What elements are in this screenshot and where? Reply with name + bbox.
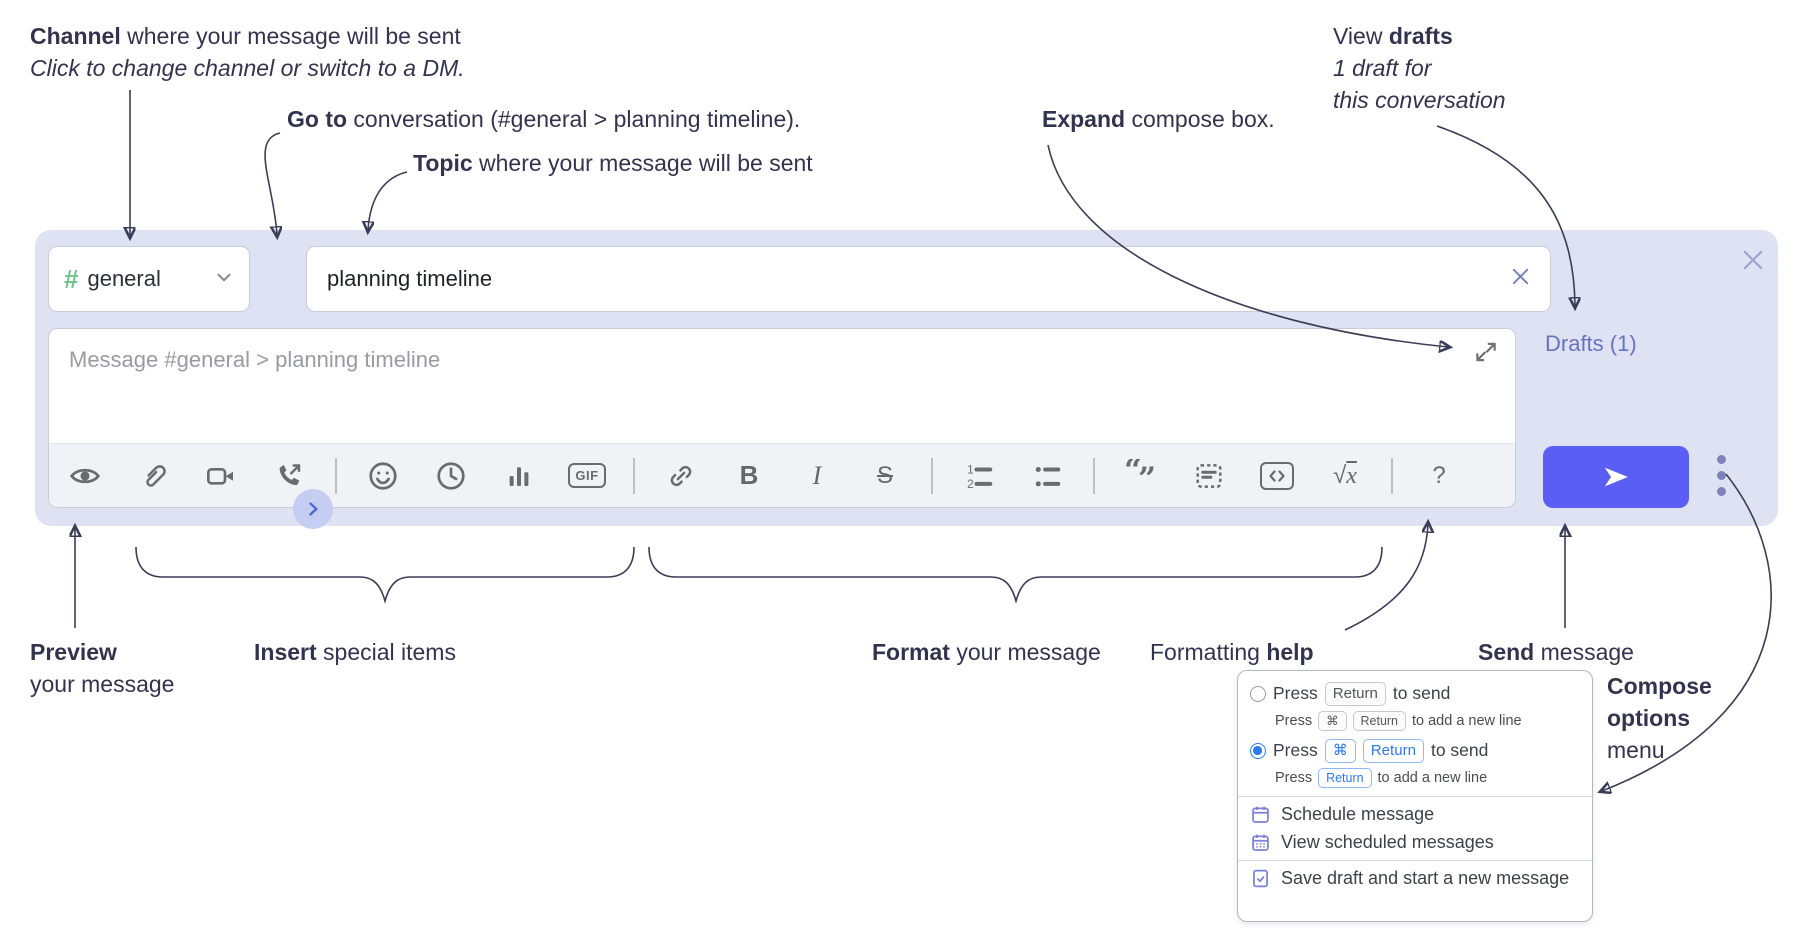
toolbar-divider — [1093, 457, 1095, 494]
annotation-compose-options: Compose options menu — [1607, 673, 1712, 763]
send-shortcut-option-1-sub: Press ⌘ Return to add a new line — [1275, 710, 1580, 731]
connector-go-to — [264, 132, 280, 235]
annotation-channel-bold: Channel — [30, 23, 121, 49]
emoji-icon[interactable] — [361, 454, 405, 498]
annotation-format: Format your message — [872, 639, 1101, 665]
poll-icon[interactable] — [497, 454, 541, 498]
compose-options-menu-icon[interactable] — [1717, 455, 1726, 496]
go-to-conversation-button[interactable] — [293, 489, 333, 529]
brace-insert — [135, 546, 635, 604]
send-shortcut-option-1[interactable]: Press Return to send — [1250, 682, 1580, 706]
topic-value: planning timeline — [327, 266, 493, 291]
channel-hash-icon: # — [64, 263, 79, 294]
close-compose-icon[interactable] — [1739, 246, 1767, 279]
annotation-channel: Channel where your message will be sent … — [30, 20, 465, 84]
svg-text:1: 1 — [967, 462, 974, 476]
send-plane-icon — [1604, 467, 1628, 487]
annotation-formatting-help: Formatting help — [1150, 639, 1314, 665]
message-placeholder: Message #general > planning timeline — [69, 347, 441, 372]
popup-separator — [1238, 795, 1592, 797]
menu-item-save-draft[interactable]: Save draft and start a new message — [1250, 868, 1580, 889]
toolbar-divider — [1391, 457, 1393, 494]
annotation-topic: Topic where your message will be sent — [413, 150, 813, 176]
formatting-help-icon[interactable]: ? — [1432, 461, 1446, 489]
annotation-preview: Preview your message — [30, 639, 175, 697]
kbd-return: Return — [1324, 682, 1386, 706]
annotation-view-drafts: View drafts 1 draft for this conversatio… — [1333, 23, 1506, 113]
kbd-return: Return — [1318, 767, 1372, 788]
kbd-return: Return — [1352, 710, 1406, 731]
svg-text:2: 2 — [967, 476, 974, 490]
connector-formatting-help — [1344, 524, 1428, 631]
save-draft-icon — [1253, 869, 1268, 888]
kbd-return: Return — [1362, 738, 1424, 763]
channel-name: general — [87, 266, 161, 291]
annotation-go-to: Go to conversation (#general > planning … — [287, 106, 801, 132]
paperclip-icon[interactable] — [131, 454, 175, 498]
compose-box: # general planning timeline Message #gen… — [35, 230, 1778, 529]
quote-icon[interactable]: “” — [1119, 454, 1163, 498]
channel-selector[interactable]: # general — [48, 246, 250, 312]
calendar-icon — [1252, 806, 1269, 823]
annotation-insert: Insert special items — [254, 639, 456, 665]
strikethrough-icon[interactable]: S — [876, 461, 893, 489]
kbd-cmd: ⌘ — [1318, 710, 1347, 731]
brace-format — [648, 546, 1383, 604]
italic-icon[interactable]: I — [812, 460, 822, 490]
gif-icon[interactable]: GIF — [565, 454, 609, 498]
annotation-channel-rest: where your message will be sent — [120, 23, 461, 49]
annotation-send: Send message — [1478, 639, 1634, 665]
calendar-grid-icon — [1252, 834, 1269, 851]
chevron-down-icon — [213, 266, 235, 293]
svg-text:“: “ — [1124, 459, 1142, 488]
send-shortcut-option-2-sub: Press Return to add a new line — [1275, 767, 1580, 788]
radio-unselected-icon[interactable] — [1250, 685, 1266, 702]
toolbar-divider — [633, 457, 635, 494]
drafts-link[interactable]: Drafts (1) — [1545, 331, 1637, 356]
message-input[interactable]: Message #general > planning timeline — [48, 328, 1516, 508]
code-icon[interactable] — [1255, 454, 1299, 498]
video-call-icon[interactable] — [199, 454, 243, 498]
radio-selected-icon[interactable] — [1250, 742, 1266, 759]
bold-icon[interactable]: B — [739, 460, 759, 490]
preview-eye-icon[interactable] — [63, 454, 107, 498]
menu-item-schedule-message[interactable]: Schedule message — [1250, 804, 1580, 825]
bulleted-list-icon[interactable] — [1025, 454, 1069, 498]
kbd-cmd: ⌘ — [1324, 738, 1356, 763]
annotation-expand: Expand compose box. — [1042, 106, 1275, 132]
math-icon[interactable]: √x — [1333, 461, 1357, 489]
audio-call-icon[interactable] — [267, 454, 311, 498]
link-icon[interactable] — [659, 454, 703, 498]
time-icon[interactable] — [429, 454, 473, 498]
send-shortcut-option-2[interactable]: Press ⌘ Return to send — [1250, 738, 1580, 763]
svg-text:”: ” — [1138, 460, 1156, 492]
send-button[interactable] — [1543, 446, 1689, 508]
compose-options-popup: Press Return to send Press ⌘ Return to a… — [1237, 670, 1593, 922]
connector-topic — [368, 171, 408, 230]
clear-topic-icon[interactable] — [1509, 265, 1532, 293]
popup-separator — [1238, 859, 1592, 861]
spoiler-icon[interactable] — [1187, 454, 1231, 498]
annotation-channel-italic: Click to change channel or switch to a D… — [30, 55, 465, 81]
menu-item-view-scheduled-messages[interactable]: View scheduled messages — [1250, 832, 1580, 853]
toolbar-divider — [335, 457, 337, 494]
toolbar-divider — [931, 457, 933, 494]
topic-input[interactable]: planning timeline — [306, 246, 1551, 312]
expand-compose-icon[interactable] — [1473, 339, 1499, 370]
